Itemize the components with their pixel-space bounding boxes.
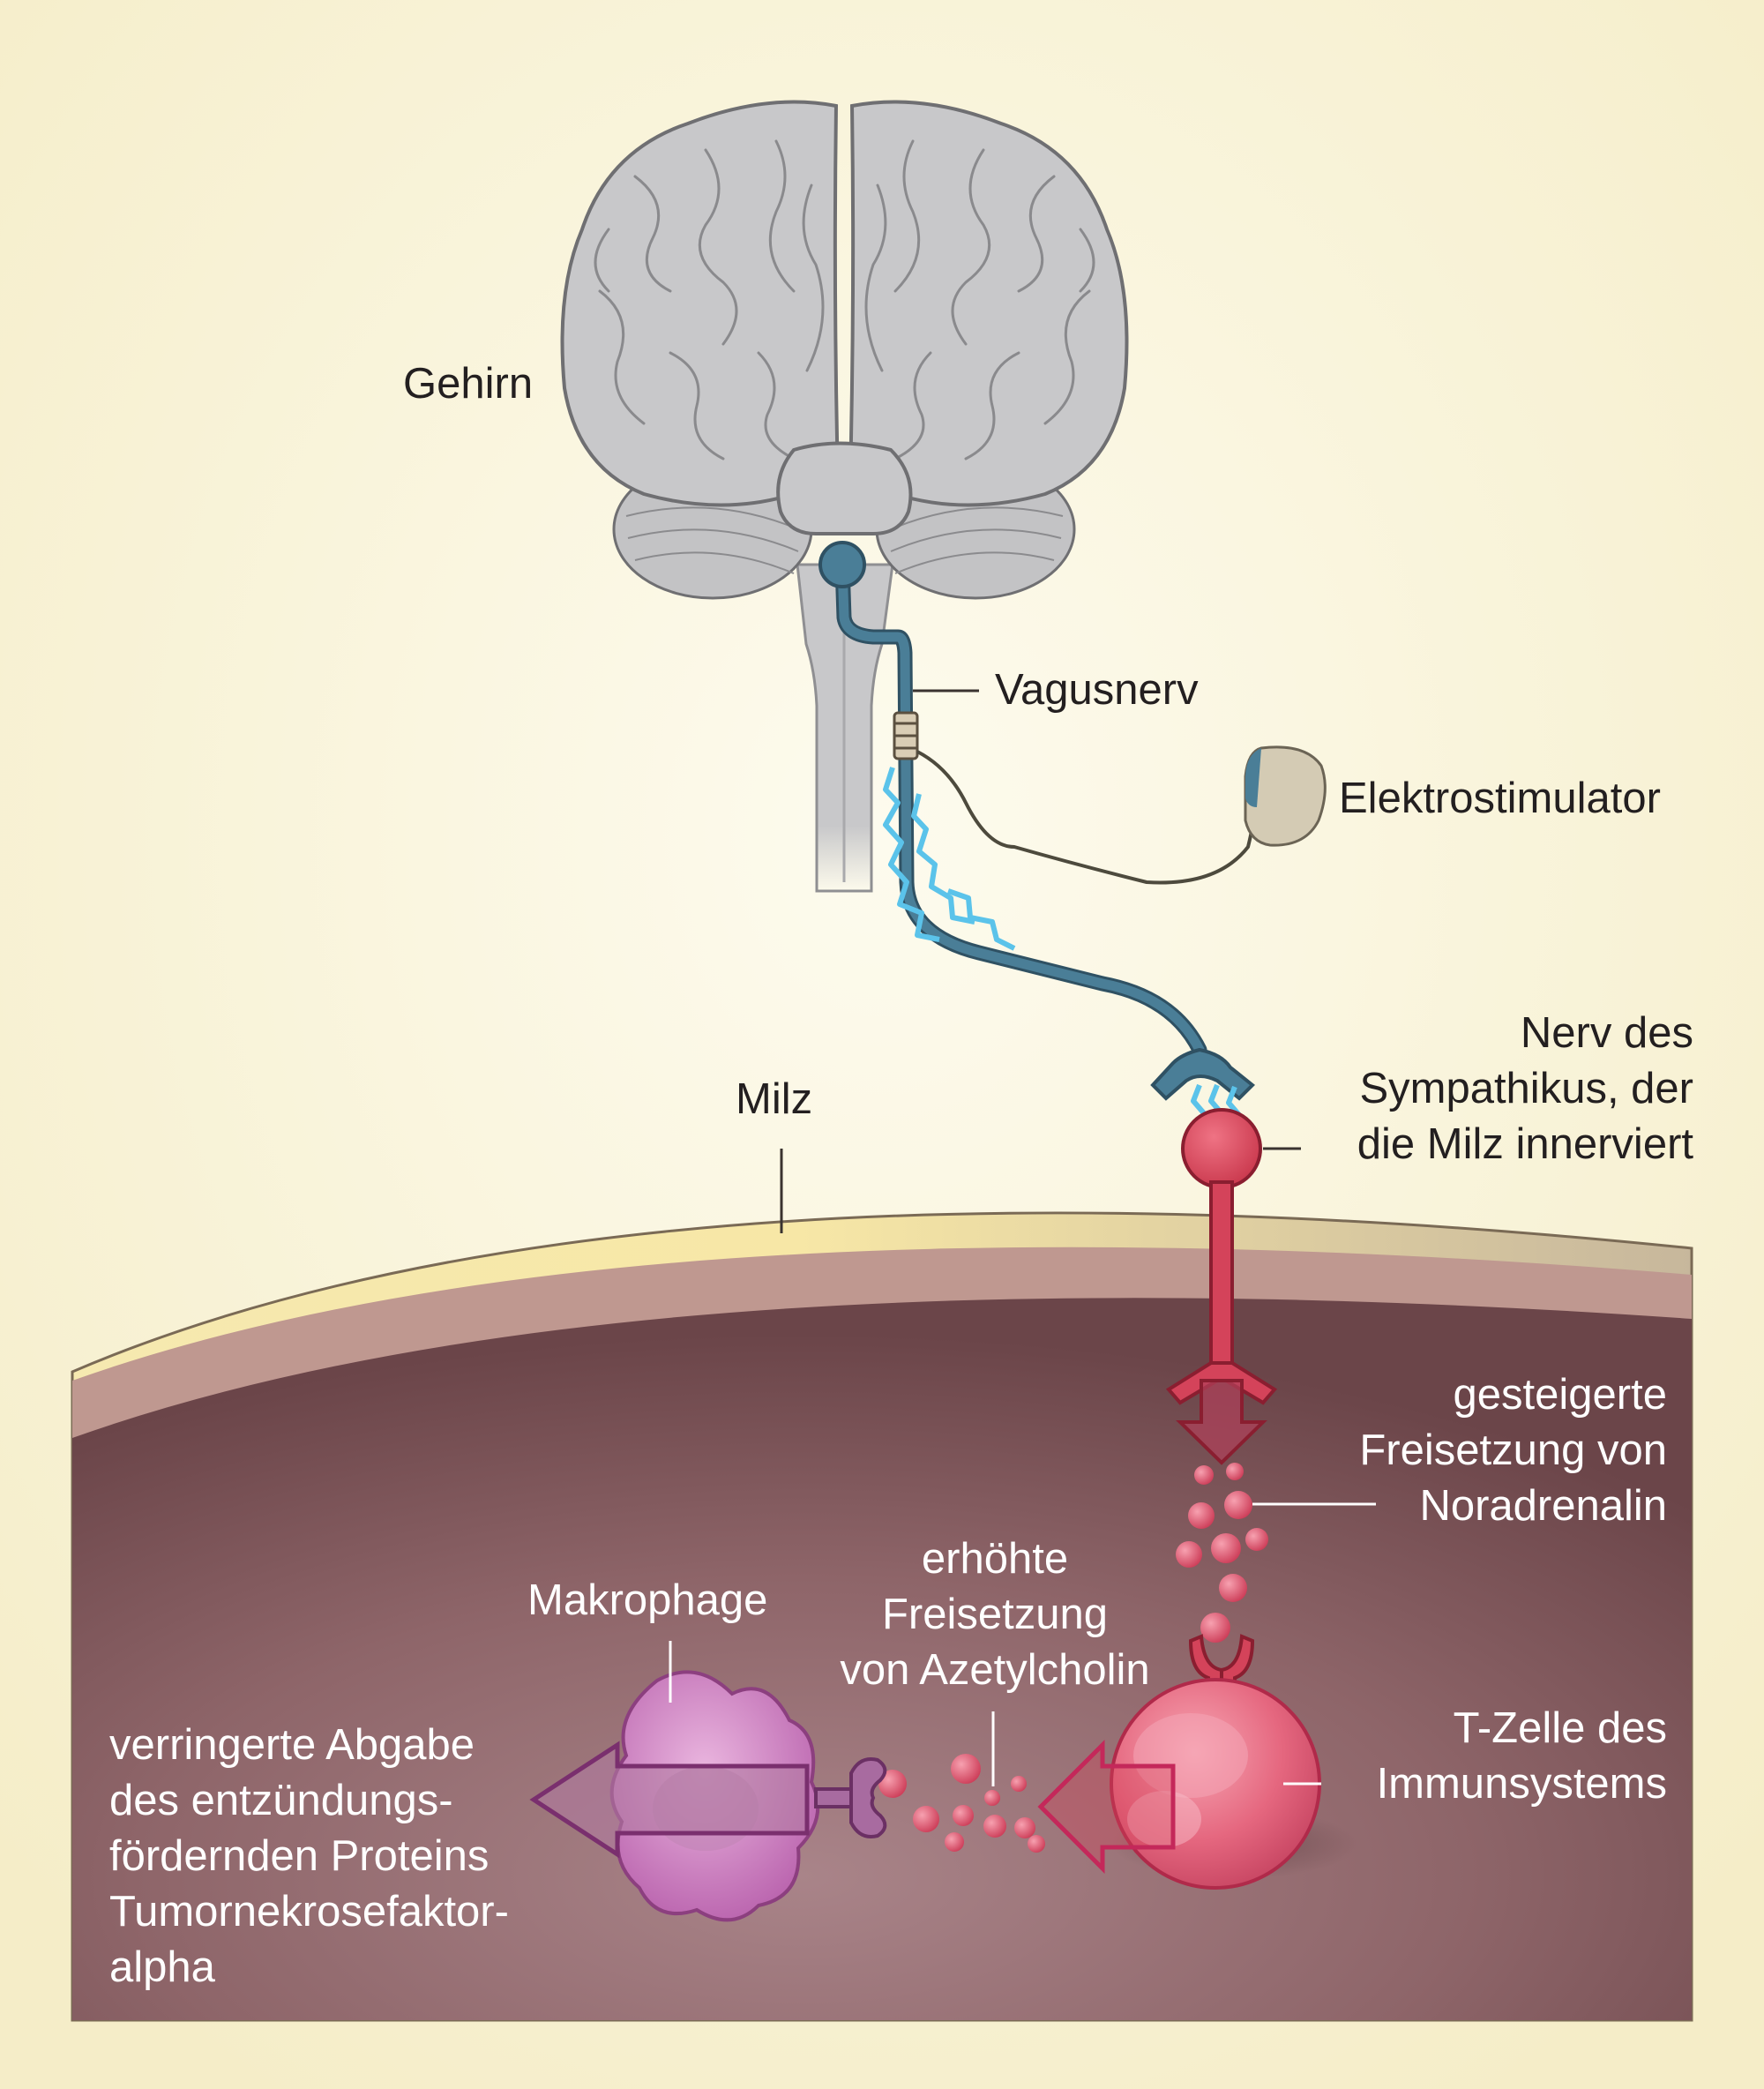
label-azetylcholin: erhöhte Freisetzung von Azetylcholin — [840, 1535, 1150, 1694]
label-sympathikus: Nerv des Sympathikus, der die Milz inner… — [1357, 1009, 1693, 1168]
acetylcholine-arrow — [1037, 1739, 1176, 1875]
sympathetic-cell-body — [1181, 1108, 1262, 1189]
electrode — [893, 711, 919, 760]
label-elektrostimulator: Elektrostimulator — [1339, 775, 1661, 822]
vagus-nerve — [818, 541, 1255, 1101]
brainstem — [776, 441, 913, 535]
macrophage-receptor — [814, 1757, 887, 1838]
tnf-arrow — [529, 1741, 810, 1859]
label-noradrenalin: gesteigerte Freisetzung von Noradrenalin — [1359, 1371, 1667, 1530]
noradrenaline-arrow — [1176, 1379, 1267, 1465]
spinal-cord — [796, 563, 894, 893]
sympathetic-nerve — [1165, 1108, 1301, 1405]
sympathetic-axon — [1209, 1180, 1234, 1378]
right-hemisphere — [848, 100, 1129, 507]
label-t-zelle: T-Zelle des Immunsystems — [1376, 1704, 1667, 1808]
acetylcholine-molecules — [878, 1754, 1045, 1853]
label-milz: Milz — [736, 1075, 813, 1123]
electrical-signals — [883, 767, 1242, 1134]
vagus-nucleus — [818, 541, 866, 588]
stimulator-lead — [916, 750, 1256, 885]
label-tnf: verringerte Abgabe des entzündungs- förd… — [109, 1721, 509, 1991]
label-makrophage: Makrophage — [527, 1576, 768, 1624]
t-cell — [1110, 1634, 1321, 1890]
label-vagusnerv: Vagusnerv — [995, 666, 1199, 714]
electrostimulator-device — [1244, 745, 1327, 847]
left-hemisphere — [560, 100, 841, 507]
vagus-terminal — [1150, 1047, 1255, 1101]
noradrenaline-molecules — [1176, 1463, 1268, 1643]
brain-illustration — [560, 100, 1129, 600]
label-gehirn: Gehirn — [403, 360, 534, 408]
